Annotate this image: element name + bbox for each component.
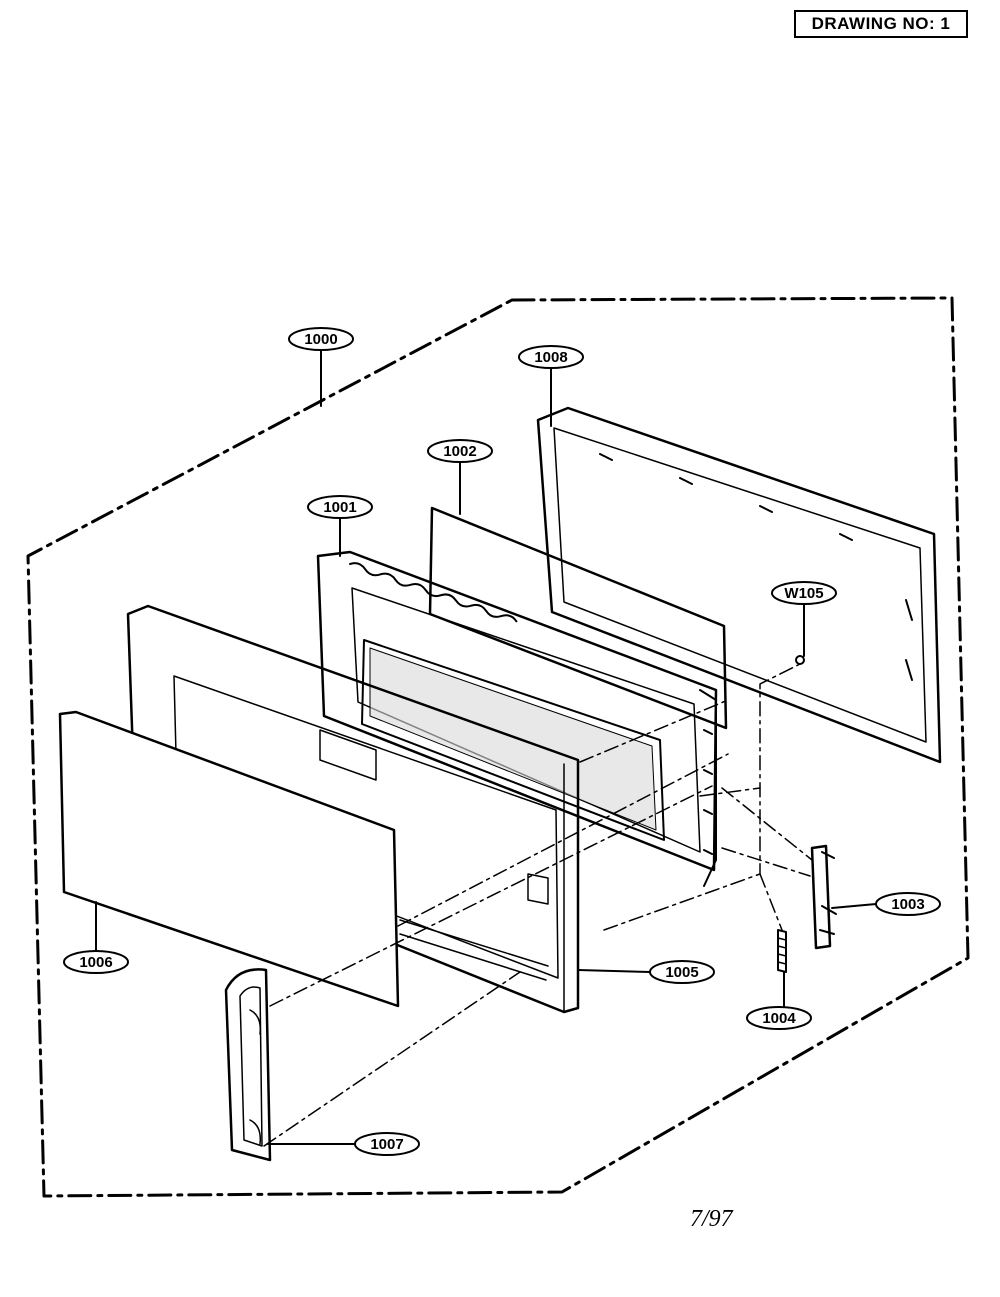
drawing-number-label: DRAWING NO: bbox=[811, 14, 936, 33]
part-w105-screw bbox=[795, 655, 805, 665]
leader-lines bbox=[95, 349, 877, 1145]
callout-1007: 1007 bbox=[354, 1132, 420, 1156]
callout-1003-label: 1003 bbox=[891, 896, 924, 913]
callout-1002-label: 1002 bbox=[443, 443, 476, 460]
callout-1003: 1003 bbox=[875, 892, 941, 916]
part-1001-inner-frame bbox=[316, 550, 718, 887]
part-1003-latch bbox=[810, 844, 837, 950]
callout-1004-label: 1004 bbox=[762, 1010, 796, 1027]
part-1002-sheet bbox=[428, 506, 728, 730]
callout-1004: 1004 bbox=[746, 1006, 812, 1030]
callout-1002: 1002 bbox=[427, 439, 493, 463]
revision-date: 7/97 bbox=[690, 1206, 733, 1232]
part-1007-handle bbox=[224, 968, 272, 1162]
callout-w105-label: W105 bbox=[784, 585, 823, 602]
drawing-number-box: DRAWING NO: 1 bbox=[794, 10, 968, 38]
callout-1001: 1001 bbox=[307, 495, 373, 519]
alignment-lines bbox=[263, 663, 813, 1147]
assembly-boundary bbox=[26, 296, 970, 1198]
callout-1000-label: 1000 bbox=[304, 331, 337, 348]
part-1006-front-panel bbox=[58, 710, 400, 1008]
callout-1005-label: 1005 bbox=[665, 964, 698, 981]
callout-1005: 1005 bbox=[649, 960, 715, 984]
callout-1006: 1006 bbox=[63, 950, 129, 974]
part-1008-back-frame bbox=[536, 406, 942, 764]
callout-1007-label: 1007 bbox=[370, 1136, 403, 1153]
callout-1008: 1008 bbox=[518, 345, 584, 369]
callout-1008-label: 1008 bbox=[534, 349, 567, 366]
drawing-number-value: 1 bbox=[940, 14, 951, 33]
callout-1000: 1000 bbox=[288, 327, 354, 351]
part-1004-spring bbox=[777, 929, 787, 973]
callout-w105: W105 bbox=[771, 581, 837, 605]
callout-1006-label: 1006 bbox=[79, 954, 112, 971]
callout-1001-label: 1001 bbox=[323, 499, 356, 516]
